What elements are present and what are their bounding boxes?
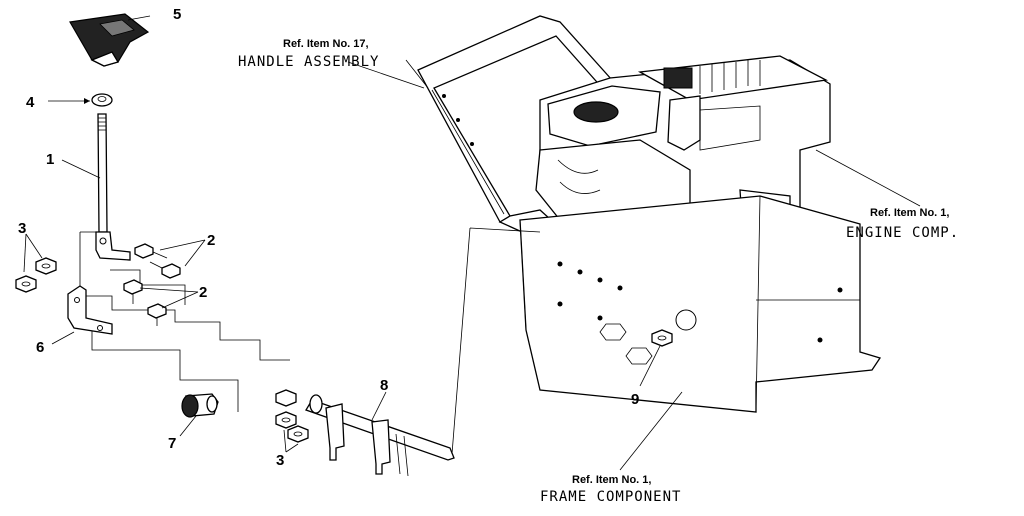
frame-ref-text: Ref. Item No. 1,: [572, 474, 651, 486]
callout-8: 8: [380, 377, 388, 394]
callout-6: 6: [36, 339, 44, 356]
callout-7: 7: [168, 435, 176, 452]
part-6-bracket: [67, 285, 113, 335]
handle-ref-text: Ref. Item No. 17,: [283, 38, 369, 50]
part-5-shift-knob: [69, 13, 150, 67]
part-3-nuts-left: [15, 257, 57, 293]
callout-5: 5: [173, 6, 181, 23]
callout-2-top: 2: [207, 232, 215, 249]
callout-3-left: 3: [18, 220, 26, 237]
callout-3-bottom: 3: [276, 452, 284, 469]
part-8-shift-shaft: [305, 394, 455, 477]
frame-component: [451, 195, 882, 455]
engine-ref-text: Ref. Item No. 1,: [870, 207, 949, 219]
callout-1: 1: [46, 151, 54, 168]
callout-2-bottom: 2: [199, 284, 207, 301]
part-1-shift-rod: [95, 113, 131, 261]
callout-4: 4: [26, 94, 35, 111]
part-3-nuts-bottom: [275, 389, 309, 443]
part-4-washer: [91, 93, 113, 107]
part-2-bolts: [123, 243, 181, 326]
callout-9: 9: [631, 391, 639, 408]
part-9-nut: [651, 329, 673, 347]
part-7-bushing: [181, 393, 219, 418]
frame-name-text: FRAME COMPONENT: [540, 489, 681, 505]
engine-name-text: ENGINE COMP.: [846, 225, 959, 241]
handle-name-text: HANDLE ASSEMBLY: [238, 54, 379, 70]
